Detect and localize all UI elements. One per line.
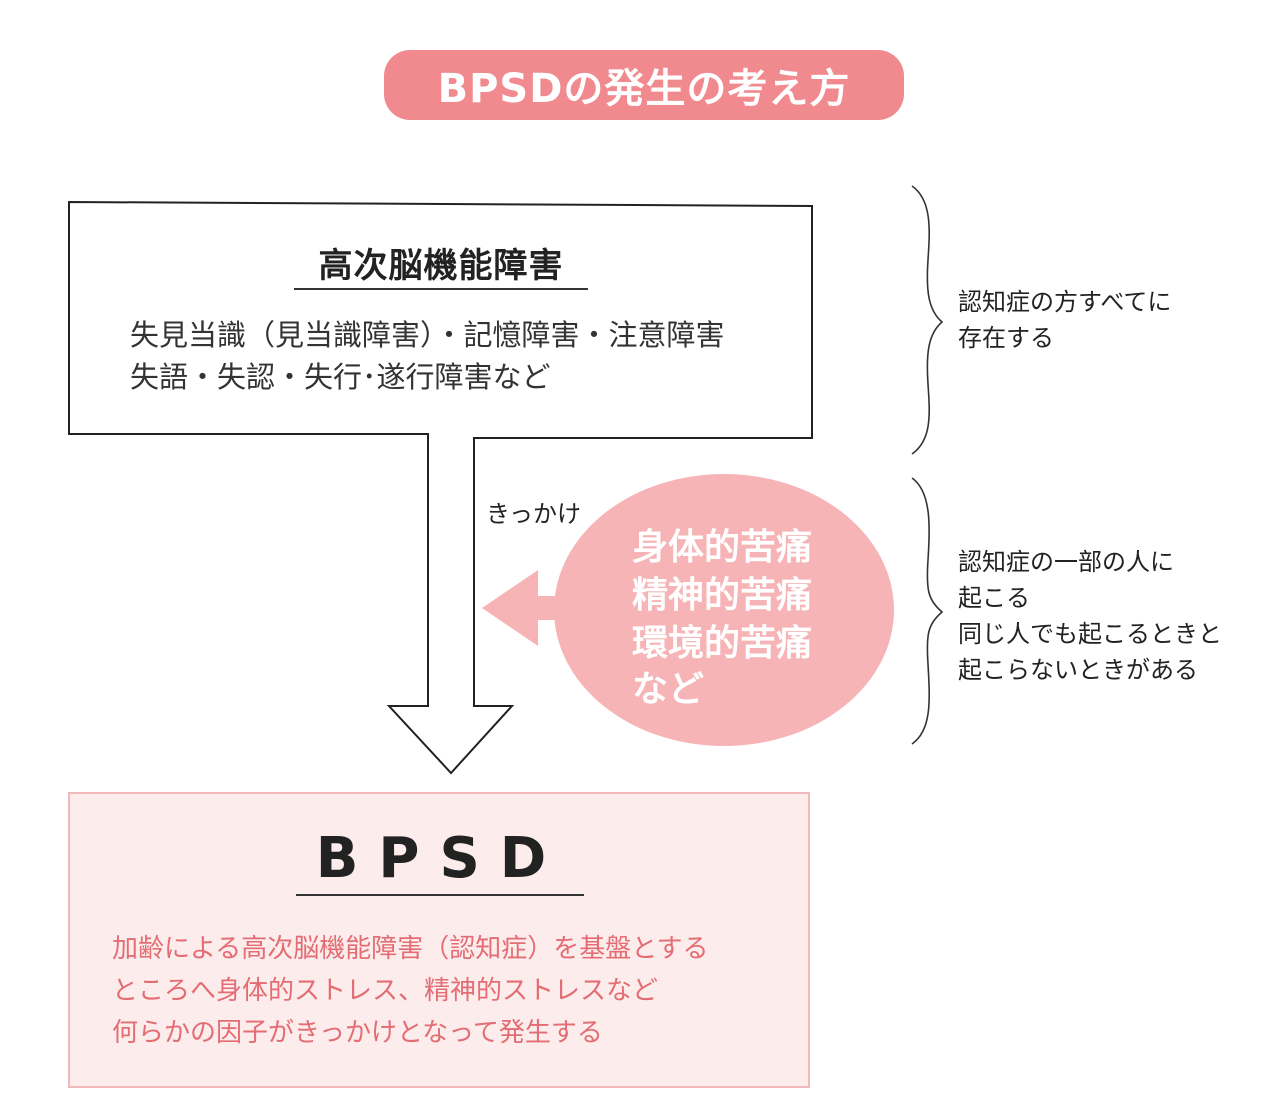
bpsd-heading-underline [296, 894, 584, 896]
top-box-with-down-arrow [68, 200, 813, 775]
ellipse-line-2: 精神的苦痛 [632, 575, 813, 616]
stress-ellipse [554, 474, 894, 746]
bpsd-heading: BPSD [315, 826, 567, 891]
note-lower-line-2: 起こる [958, 584, 1030, 612]
ellipse-line-4: など [632, 669, 705, 710]
top-box-heading-underline [294, 288, 588, 290]
trigger-arrow [482, 570, 558, 646]
note-lower-line-1: 認知症の一部の人に [958, 548, 1174, 576]
note-upper-line-1: 認知症の方すべてに [958, 288, 1172, 316]
top-box-heading: 高次脳機能障害 [318, 246, 564, 286]
brace-upper [911, 185, 944, 455]
bpsd-line-3: 何らかの因子がきっかけとなって発生する [112, 1018, 603, 1048]
note-upper-line-2: 存在する [958, 324, 1054, 352]
ellipse-line-3: 環境的苦痛 [632, 623, 813, 664]
bpsd-line-1: 加齢による高次脳機能障害（認知症）を基盤とする [112, 934, 709, 964]
note-lower-line-3: 同じ人でも起こるときと [958, 620, 1222, 648]
brace-lower [911, 477, 944, 745]
bpsd-box [68, 792, 810, 1088]
page-title: BPSDの発生の考え方 [437, 66, 851, 112]
top-box-line-1: 失見当識（見当識障害）・記憶障害・注意障害 [130, 318, 725, 352]
top-box-line-2: 失語・失認・失行･遂行障害など [130, 360, 551, 394]
title-banner: BPSDの発生の考え方 [384, 50, 904, 120]
bpsd-line-2: ところへ身体的ストレス、精神的ストレスなど [112, 976, 659, 1006]
trigger-label: きっかけ [486, 500, 582, 528]
note-lower-line-4: 起こらないときがある [958, 656, 1198, 684]
ellipse-line-1: 身体的苦痛 [632, 527, 813, 568]
